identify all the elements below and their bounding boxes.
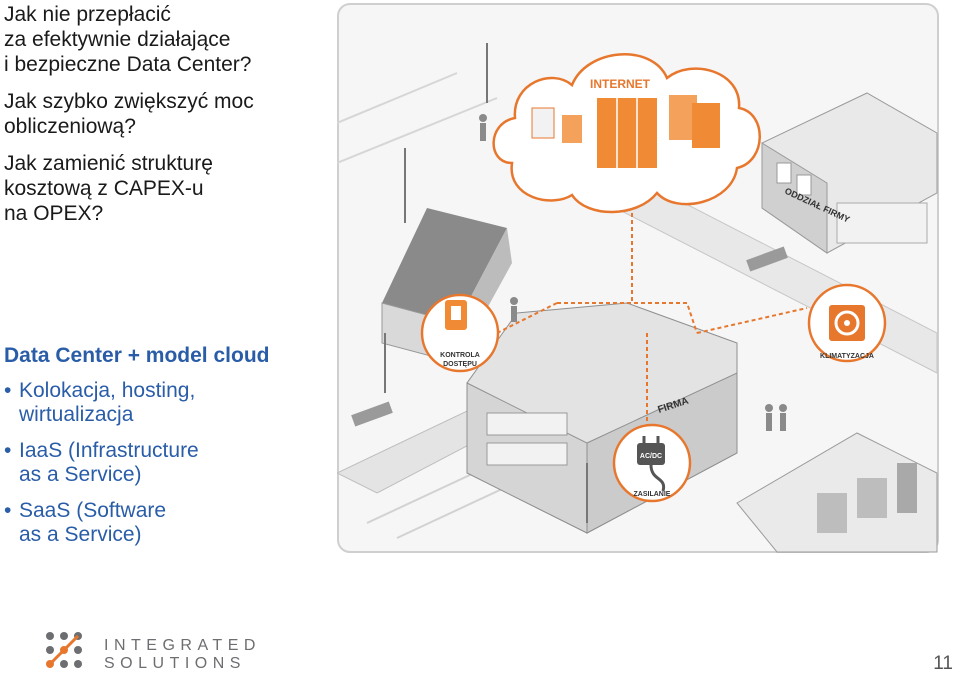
list-item: Kolokacja, hosting, wirtualizacja: [4, 379, 334, 427]
list-item: IaaS (Infrastructure as a Service): [4, 439, 334, 487]
power-icon: AC/DC ZASILANIE: [612, 423, 692, 503]
datacenter-list: Kolokacja, hosting, wirtualizacja IaaS (…: [4, 379, 334, 547]
cloud-label: INTERNET: [590, 77, 651, 91]
datacenter-title: Data Center + model cloud: [4, 344, 270, 367]
access-label-line1: KONTROLA: [440, 352, 480, 359]
access-label-line2: DOSTĘPU: [443, 361, 477, 368]
power-label: ZASILANIE: [634, 491, 671, 498]
page-number: 11: [933, 653, 953, 674]
logo-line-2: SOLUTIONS: [104, 655, 246, 672]
bench-icon: [746, 246, 788, 272]
logo-text: INTEGRATED SOLUTIONS: [104, 637, 261, 673]
questions-block: Jak nie przepłacić za efektywnie działaj…: [4, 2, 334, 238]
access-control-icon: KONTROLA DOSTĘPU: [420, 293, 500, 373]
logo-line-1: INTEGRATED: [104, 637, 261, 654]
people-icon: [479, 114, 787, 431]
power-badge: AC/DC: [640, 453, 662, 460]
question-1: Jak nie przepłacić za efektywnie działaj…: [4, 3, 252, 76]
bench-icon: [351, 401, 393, 427]
integrated-solutions-logo: [46, 632, 82, 668]
datacenter-block: Data Center + model cloud Kolokacja, hos…: [4, 343, 334, 559]
branch-building-icon: ODDZIAŁ FIRMY: [761, 92, 938, 254]
internet-cloud-icon: INTERNET: [492, 53, 761, 214]
connection-lines: [496, 213, 808, 433]
question-3: Jak zamienić strukturę kosztową z CAPEX-…: [4, 152, 213, 225]
city-illustration: ODDZIAŁ FIRMY FIRMA INTERNET: [337, 3, 939, 553]
server-room-icon: [736, 432, 938, 553]
list-item: SaaS (Software as a Service): [4, 499, 334, 547]
streetlight-icon: [384, 43, 588, 523]
cooling-icon: KLIMATYZACJA: [807, 283, 887, 363]
question-2: Jak szybko zwiększyć moc obliczeniową?: [4, 90, 254, 138]
cooling-label: KLIMATYZACJA: [820, 353, 874, 360]
